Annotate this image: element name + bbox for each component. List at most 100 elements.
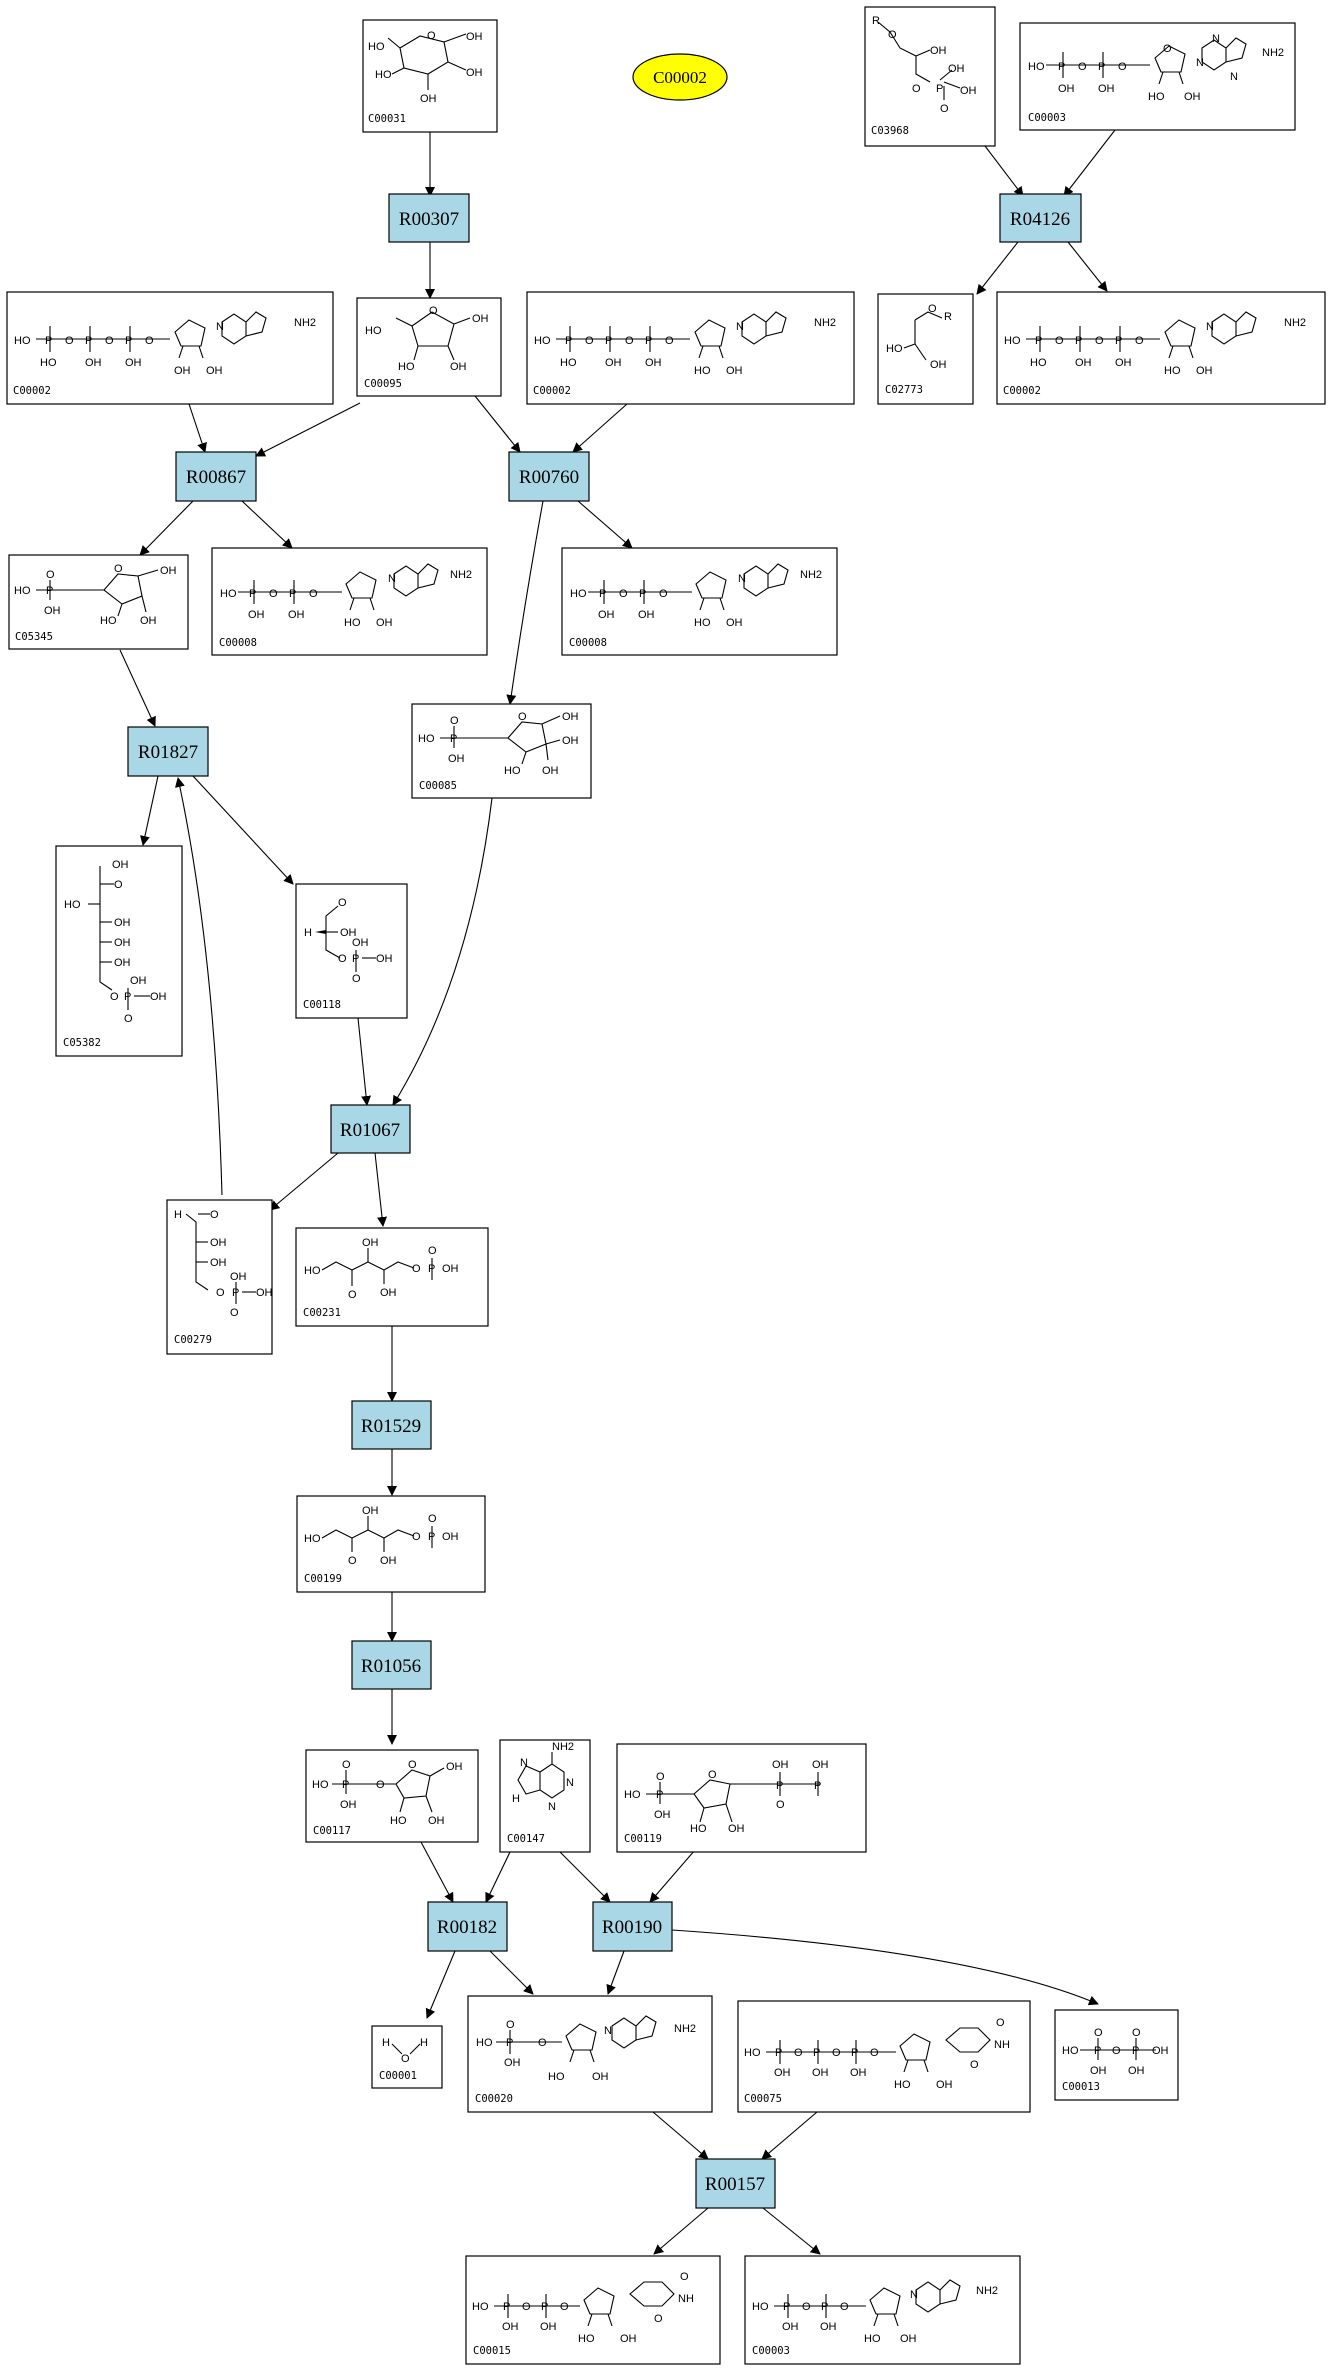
reaction-r01067[interactable]: R01067 — [330, 1104, 411, 1154]
reaction-r01056[interactable]: R01056 — [351, 1640, 432, 1690]
compound-c00002-a[interactable]: HO P O P O P O HO OH OH N NH2 OH OH C000… — [6, 291, 334, 405]
atom: OH — [380, 1555, 397, 1567]
reaction-label: R00190 — [602, 1917, 662, 1938]
atom: OH — [502, 2321, 519, 2333]
atom: HO — [694, 617, 711, 629]
atom: O — [708, 1769, 717, 1781]
compound-c00118[interactable]: O H OH O P OH OH O C00118 — [295, 883, 408, 1019]
atom: O — [928, 303, 937, 315]
atom: O — [625, 335, 634, 347]
atom: N — [520, 1757, 528, 1769]
atom: NH2 — [976, 2285, 998, 2297]
atom: O — [1118, 61, 1127, 73]
atom: NH2 — [1284, 317, 1306, 329]
atom: HO — [694, 365, 711, 377]
reaction-box — [388, 193, 470, 243]
edge-c05345-r01827 — [119, 649, 156, 727]
atom: OH — [726, 365, 743, 377]
atom: P — [656, 1789, 663, 1801]
atom: OH — [448, 753, 465, 765]
reaction-label: R01529 — [361, 1416, 421, 1437]
atom: HO — [14, 335, 31, 347]
compound-c00020[interactable]: O HO P OH O N NH2 HO OH C00020 — [467, 1995, 713, 2113]
atom: OH — [772, 1759, 789, 1771]
reaction-r00157[interactable]: R00157 — [695, 2158, 776, 2209]
compound-box — [737, 2000, 1031, 2113]
reaction-r00190[interactable]: R00190 — [592, 1901, 673, 1952]
edge-c00085-r01067 — [392, 797, 493, 1106]
atom: OH — [428, 1815, 445, 1827]
compound-c03968[interactable]: R O OH O P OH OH O C03968 — [864, 6, 996, 147]
compound-c00117[interactable]: O HO P OH O O OH HO OH C00117 — [305, 1749, 479, 1843]
atom: P — [936, 83, 943, 95]
compound-c00001[interactable]: H O H C00001 — [371, 2025, 443, 2089]
reaction-label: R01067 — [340, 1120, 400, 1141]
compound-c00199[interactable]: OH HO O OH O P OH O C00199 — [296, 1495, 486, 1593]
compound-c00008-a[interactable]: HO P O P O OH OH N NH2 HO OH C00008 — [211, 547, 488, 656]
atom: O — [654, 2313, 663, 2325]
compound-c00031[interactable]: O OH HO HO OH OH C00031 — [362, 19, 498, 133]
compound-c00085[interactable]: O HO P OH O OH OH HO OH C00085 — [411, 703, 592, 799]
reaction-r00867[interactable]: R00867 — [175, 451, 257, 502]
atom: O — [401, 2053, 410, 2065]
compound-c00015[interactable]: HO P O P O OH OH O NH O HO OH C00015 — [465, 2255, 721, 2365]
compound-c00231[interactable]: OH HO O OH O P OH O C00231 — [295, 1227, 489, 1327]
atom: OH — [130, 975, 147, 987]
reaction-r00182[interactable]: R00182 — [427, 1901, 508, 1952]
reaction-r00307[interactable]: R00307 — [388, 193, 470, 243]
atom: OH — [812, 1759, 829, 1771]
atom: OH — [288, 609, 305, 621]
atom: HO — [886, 343, 903, 355]
atom: P — [1094, 2045, 1101, 2057]
atom: N — [738, 573, 746, 585]
atom: O — [145, 335, 154, 347]
highlight-oval[interactable]: C00002 — [632, 53, 728, 101]
atom: HO — [100, 615, 117, 627]
atom: OH — [210, 1237, 227, 1249]
atom: P — [503, 2301, 510, 2313]
edge-r00867-c05345 — [139, 500, 194, 556]
atom: R — [944, 311, 952, 323]
reaction-r00760[interactable]: R00760 — [508, 451, 590, 502]
atom: OH — [1075, 357, 1092, 369]
compound-c05345[interactable]: O HO P OH O OH HO OH C05345 — [8, 554, 189, 650]
structure: HO P O P O OH OH N NH2 HO OH — [220, 563, 472, 629]
reaction-box — [330, 1104, 411, 1154]
atom: P — [639, 588, 646, 600]
atom: OH — [352, 937, 369, 949]
compound-c00095[interactable]: HO O OH HO OH C00095 — [356, 297, 502, 397]
compound-c00279[interactable]: H O OH OH O P OH OH O C00279 — [166, 1199, 273, 1355]
atom: OH — [256, 1287, 273, 1299]
compound-c00008-b[interactable]: HO P O P O OH OH N NH2 HO OH C00008 — [561, 547, 838, 656]
compound-c00119[interactable]: O HO P OH O OH OH P P O HO OH C00119 — [616, 1743, 867, 1853]
edge-r01827-c05382 — [140, 775, 159, 846]
reaction-r01827[interactable]: R01827 — [127, 726, 209, 777]
compound-c00002-c[interactable]: HO P O P O P O HO OH OH N NH2 HO OH C000… — [996, 291, 1326, 405]
atom: O — [794, 2047, 803, 2059]
compound-c00003-top[interactable]: HO P O P O OH OH O N N N NH2 HO OH C0000… — [1019, 22, 1296, 131]
atom: N — [1212, 33, 1220, 45]
atom: P — [45, 335, 52, 347]
atom: HO — [40, 357, 57, 369]
compound-c00147[interactable]: NH2 N N N H C00147 — [499, 1739, 591, 1853]
compound-c05382[interactable]: OH O HO OH OH OH OH O P OH O C05382 — [55, 845, 183, 1057]
atom: OH — [420, 93, 437, 105]
reaction-r01529[interactable]: R01529 — [351, 1400, 432, 1450]
atom: OH — [1115, 357, 1132, 369]
reaction-r04126[interactable]: R04126 — [999, 193, 1082, 243]
atom: O — [427, 30, 436, 42]
compound-c02773[interactable]: O R HO OH C02773 — [877, 293, 974, 405]
atom: OH — [782, 2321, 799, 2333]
atom: OH — [114, 957, 131, 969]
atom: P — [1132, 2045, 1139, 2057]
compound-id: C00008 — [219, 637, 257, 649]
compound-c00013[interactable]: O O HO P O P OH OH OH C00013 — [1054, 2009, 1179, 2101]
atom: O — [408, 1759, 417, 1771]
compound-c00075[interactable]: HO P O P O P O OH OH OH O NH O HO OH C00… — [737, 2000, 1031, 2113]
atom: O — [269, 588, 278, 600]
compound-c00002-b[interactable]: HO P O P O P O HO OH OH N NH2 HO OH C000… — [526, 291, 855, 405]
atom: NH2 — [1262, 47, 1284, 59]
compound-c00003-bot[interactable]: HO P O P O OH OH N NH2 HO OH C00003 — [744, 2255, 1021, 2365]
atom: O — [210, 1209, 219, 1221]
reaction-box — [127, 726, 209, 777]
